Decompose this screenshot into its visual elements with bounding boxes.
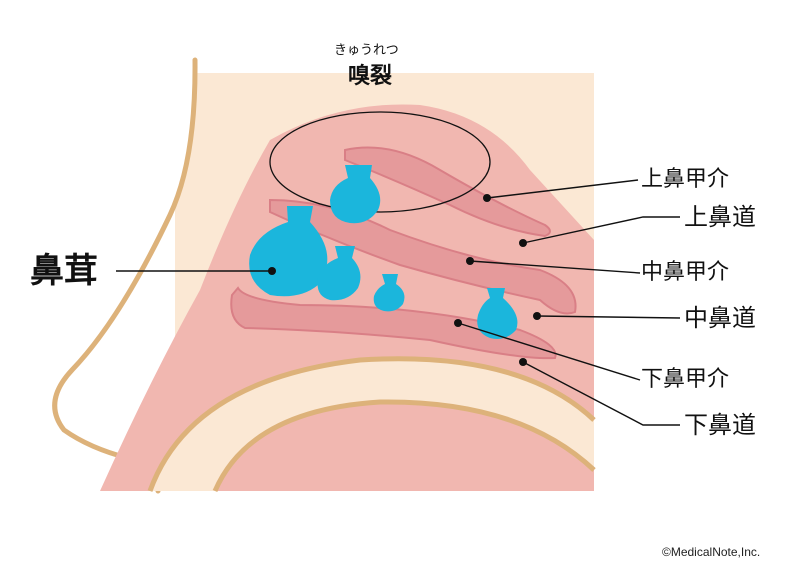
superior-meatus-label: 上鼻道 (684, 203, 756, 231)
copyright-credit: ©MedicalNote,Inc. (662, 545, 761, 559)
inferior-meatus-label: 下鼻道 (684, 411, 756, 439)
nasal-polyps (249, 165, 518, 339)
polyp-5 (477, 288, 518, 339)
face-outside (0, 60, 196, 491)
polyp-1 (330, 165, 381, 224)
leader-middle-turbinate (469, 260, 641, 274)
olfactory-cleft-ellipse (269, 111, 491, 213)
olfactory-cleft-reading: きゅうれつ (334, 43, 399, 58)
inferior-turbinate-label: 下鼻甲介 (641, 367, 730, 392)
leader-inferior-turbinate (457, 322, 641, 381)
superior-turbinate-label: 上鼻甲介 (641, 167, 730, 192)
oral-area (215, 401, 594, 491)
polyp-4 (373, 274, 405, 312)
superior-turbinate-shape (344, 146, 551, 238)
inferior-turbinate-shape (230, 286, 557, 360)
leader-lines (116, 179, 681, 426)
middle-meatus-label: 中鼻道 (684, 304, 756, 332)
leader-dots (268, 194, 541, 366)
oral-outline (212, 399, 596, 492)
olfactory-cleft-label: 嗅裂 (348, 64, 393, 89)
middle-turbinate-label: 中鼻甲介 (641, 260, 730, 285)
middle-turbinate-shape (269, 198, 577, 315)
leader-superior-meatus (522, 216, 680, 244)
polyp-label: 鼻茸 (30, 251, 98, 291)
polyp-3 (317, 246, 361, 301)
leader-superior-turbinate (486, 179, 639, 199)
leader-inferior-meatus (522, 361, 680, 426)
polyp-2 (249, 206, 328, 297)
palate-outline (147, 356, 596, 492)
leader-middle-meatus (536, 315, 681, 319)
